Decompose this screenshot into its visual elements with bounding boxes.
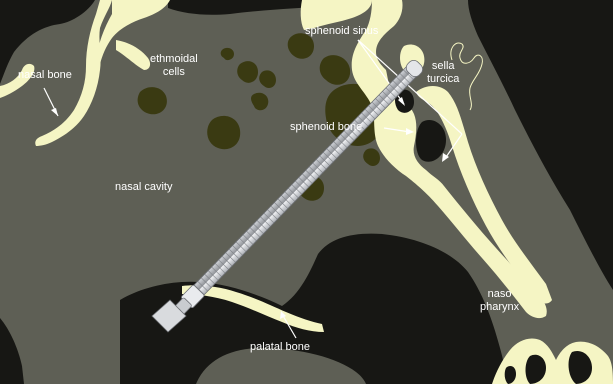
label-sella-turcica-text: sella turcica (427, 60, 459, 85)
label-sphenoid-bone: sphenoid bone (290, 121, 362, 134)
label-naso-pharynx: naso pharynx (480, 288, 519, 314)
label-nasal-cavity: nasal cavity (115, 181, 172, 194)
label-ethmoidal-cells-text: ethmoidal cells (150, 53, 198, 78)
label-naso-pharynx-text: naso pharynx (480, 288, 519, 313)
label-palatal-bone: palatal bone (250, 341, 310, 354)
label-sella-turcica: sella turcica (427, 60, 459, 86)
label-sphenoid-sinus: sphenoid sinus (305, 25, 378, 38)
label-ethmoidal-cells: ethmoidal cells (150, 53, 198, 79)
label-nasal-bone: nasal bone (18, 69, 72, 82)
